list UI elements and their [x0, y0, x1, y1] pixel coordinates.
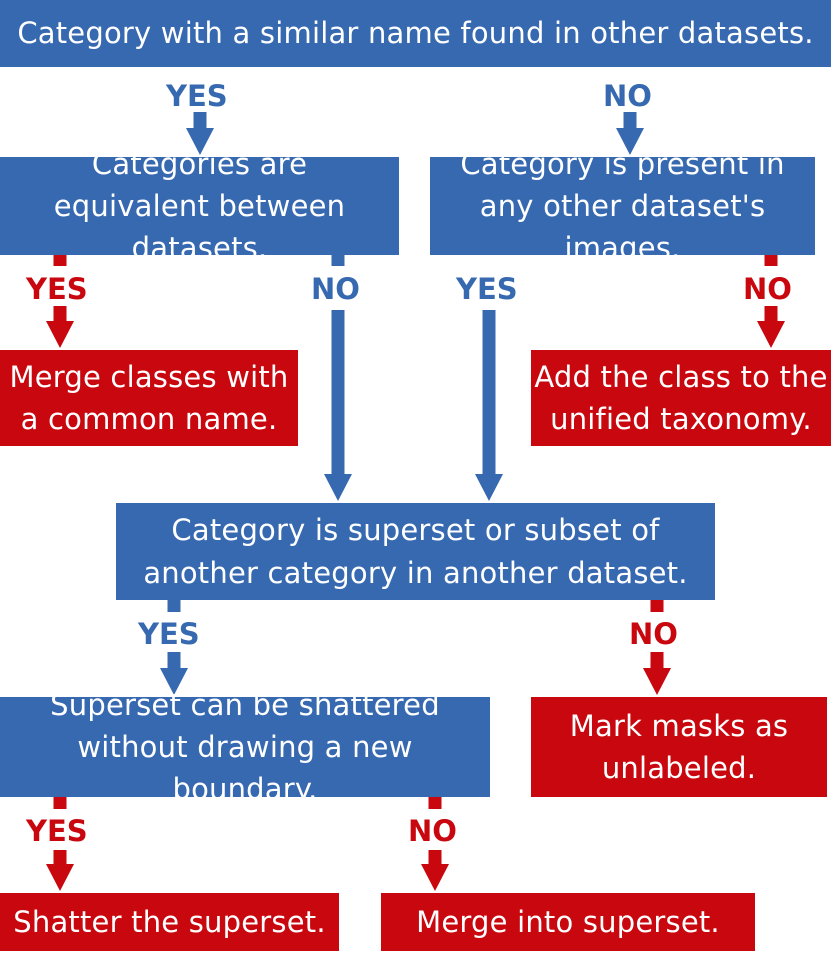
no-label: NO — [311, 272, 360, 306]
node-merge-common-name: Merge classes with a common name. — [0, 350, 298, 446]
node-superset-or-subset-text: Category is superset or subset of anothe… — [143, 513, 688, 590]
node-shatter-superset: Shatter the superset. — [0, 893, 339, 951]
node-merge-common-name-text: Merge classes with a common name. — [9, 359, 289, 436]
node-merge-into-superset: Merge into superset. — [381, 893, 755, 951]
node-similar-name-found-text: Category with a similar name found in ot… — [17, 16, 814, 51]
arrowhead-n3-no — [757, 321, 785, 348]
node-categories-equivalent-text: Categories are equivalent between datase… — [53, 146, 346, 266]
arrowhead-n2-yes — [46, 321, 74, 348]
yes-label: YES — [166, 79, 228, 113]
yes-label: YES — [26, 272, 88, 306]
arrowhead-n6-no — [643, 668, 671, 695]
no-label: NO — [603, 79, 652, 113]
arrowhead-n6-yes — [160, 668, 188, 695]
arrowhead-n1-yes — [186, 128, 214, 155]
node-present-in-images: Category is present in any other dataset… — [430, 147, 815, 265]
node-add-to-taxonomy: Add the class to the unified taxonomy. — [531, 350, 831, 446]
yes-label: YES — [26, 814, 88, 848]
no-label: NO — [743, 272, 792, 306]
node-shatter-superset-text: Shatter the superset. — [13, 904, 326, 939]
arrowhead-n3-yes — [475, 474, 503, 501]
no-label: NO — [629, 617, 678, 651]
arrowhead-n2-no — [324, 474, 352, 501]
node-superset-shattered: Superset can be shattered without drawin… — [0, 688, 490, 806]
node-mark-unlabeled: Mark masks as unlabeled. — [531, 697, 827, 797]
arrowhead-n7-yes — [46, 864, 74, 891]
yes-label: YES — [456, 272, 518, 306]
node-merge-into-superset-text: Merge into superset. — [416, 904, 720, 939]
node-similar-name-found: Category with a similar name found in ot… — [0, 0, 831, 67]
node-add-to-taxonomy-text: Add the class to the unified taxonomy. — [534, 359, 828, 436]
node-present-in-images-text: Category is present in any other dataset… — [460, 146, 785, 266]
no-label: NO — [408, 814, 457, 848]
node-categories-equivalent: Categories are equivalent between datase… — [0, 147, 399, 265]
arrowhead-n1-no — [616, 128, 644, 155]
node-superset-shattered-text: Superset can be shattered without drawin… — [50, 687, 440, 807]
node-superset-or-subset: Category is superset or subset of anothe… — [116, 503, 715, 600]
node-mark-unlabeled-text: Mark masks as unlabeled. — [569, 708, 789, 785]
yes-label: YES — [138, 617, 200, 651]
arrowhead-n7-no — [421, 864, 449, 891]
